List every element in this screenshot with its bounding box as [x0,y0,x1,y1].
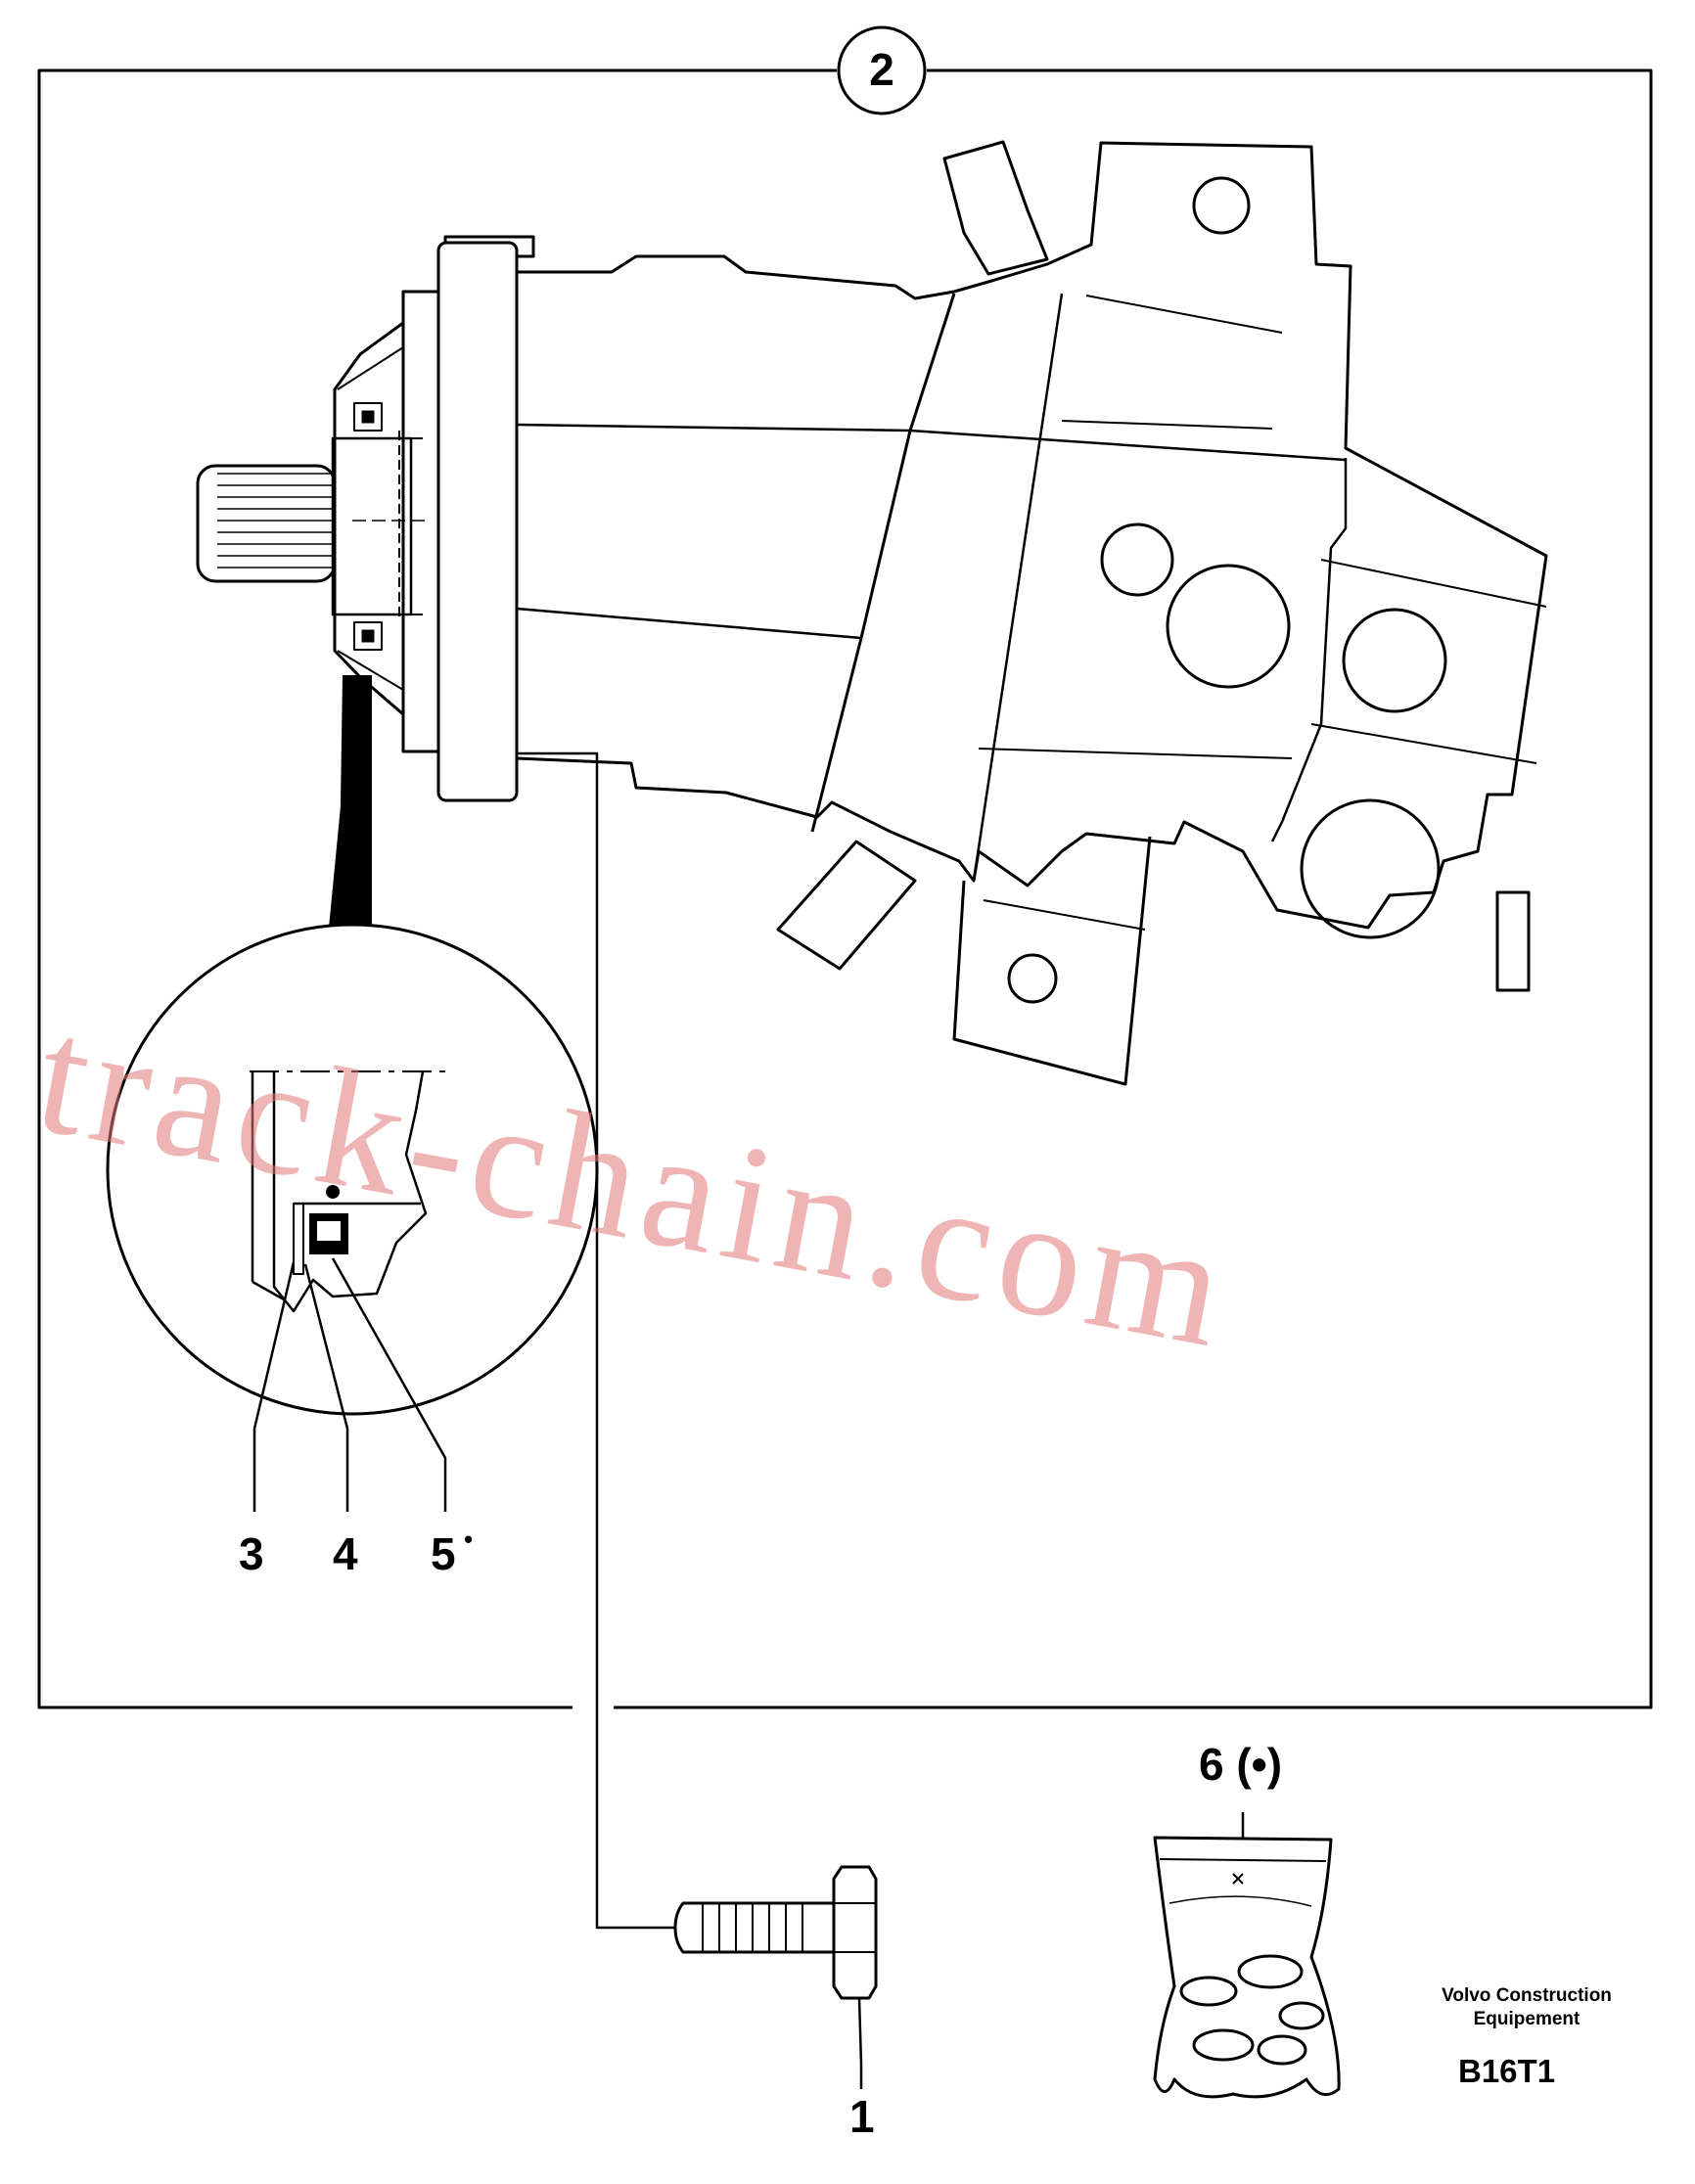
leader-bolt [517,751,675,1930]
motor-housing [515,141,1548,930]
detail-frame [37,25,1653,1709]
figure-code: B16T1 [1458,2053,1556,2089]
port-right-top [1342,608,1447,713]
bottom-foot [952,836,1152,1086]
callout-label-1: 1 [849,2091,875,2142]
callout-label-3: 3 [239,1528,264,1579]
port-right-bottom [1300,798,1441,939]
callout-mark-5: • [464,1524,474,1554]
seal-detail-view [106,675,599,1416]
bottom-lug [776,840,917,971]
hydraulic-motor [196,140,1548,1086]
output-shaft [196,464,337,583]
callout-label-5: 5 [431,1528,456,1579]
seal-kit-bag [1153,1812,1341,2099]
callout-label-6: 6 (•) [1199,1739,1283,1790]
bearing [331,436,413,616]
bolt [673,1865,878,2089]
port-large [1166,564,1291,689]
brand-line-2: Equipement [1473,2008,1580,2029]
callout-circle-2 [837,25,927,115]
leaders-seal [252,1257,447,1512]
callout-label-2: 2 [869,44,894,95]
top-lug [942,140,1049,276]
mounting-flange [436,241,519,802]
brand-caption: Volvo Construction Equipement [1409,1984,1644,2031]
callout-label-4: 4 [333,1528,358,1579]
port-small [1100,523,1174,597]
brand-line-1: Volvo Construction [1442,1985,1612,2006]
